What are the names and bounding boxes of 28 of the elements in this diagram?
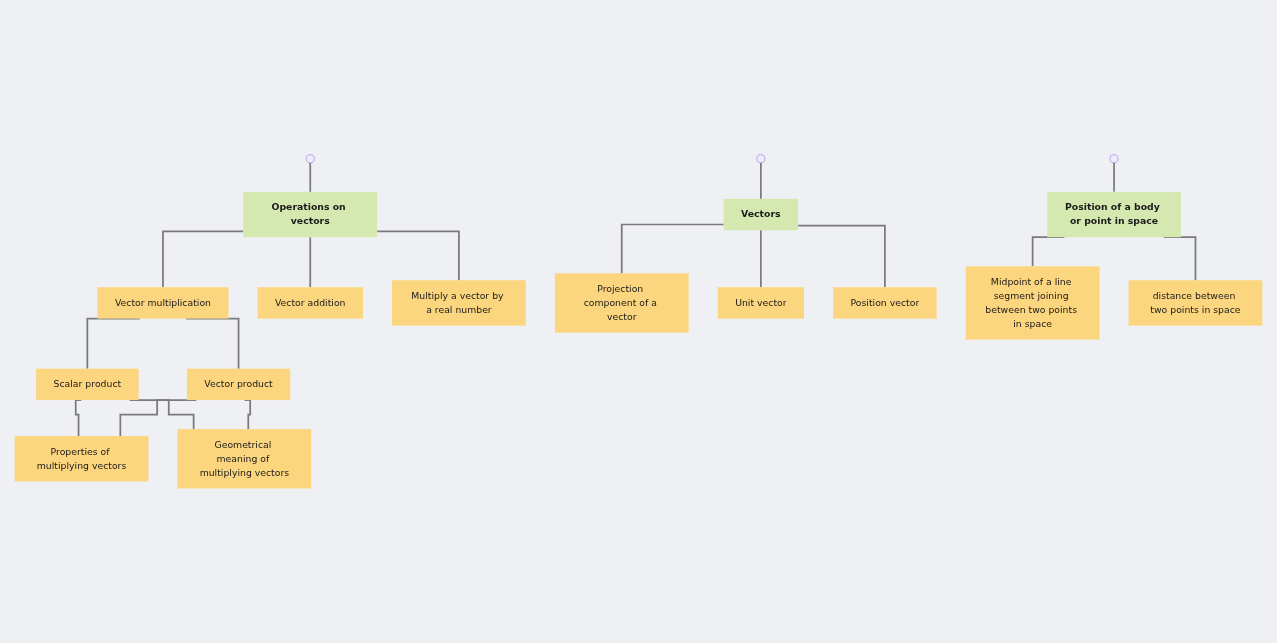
connector [185,317,240,370]
node-box: Unit vector [717,287,804,319]
node-box: Midpoint of a line segment joining between two points in space [965,266,1100,340]
node-box: Operations on vectors [243,191,378,238]
node-box: Vector addition [257,287,363,319]
node-box: Scalar product [36,368,139,400]
connector [162,230,245,289]
node-box: distance between two points in space [1128,280,1263,326]
connector [309,236,312,289]
node-box: Vectors [723,198,799,231]
connector [74,399,83,437]
node-box: Geometrical meaning of multiplying vectors [177,429,312,489]
node-box: Multiply a vector by a real number [392,280,526,326]
connector [1113,161,1115,193]
connector [760,229,762,289]
node-box: Vector product [186,368,291,400]
node-box: Position of a body or point in space [1047,191,1181,238]
connector [119,399,198,437]
node-box: Properties of multiplying vectors [14,436,149,482]
node-box: Position vector [833,287,937,319]
connector [309,161,312,193]
connector [86,317,141,370]
node-box: Vector multiplication [97,287,229,319]
connector [760,161,762,200]
connector [620,223,725,275]
connector [797,224,886,289]
node-box: Projection component of a vector [554,273,689,333]
connector [376,230,460,282]
